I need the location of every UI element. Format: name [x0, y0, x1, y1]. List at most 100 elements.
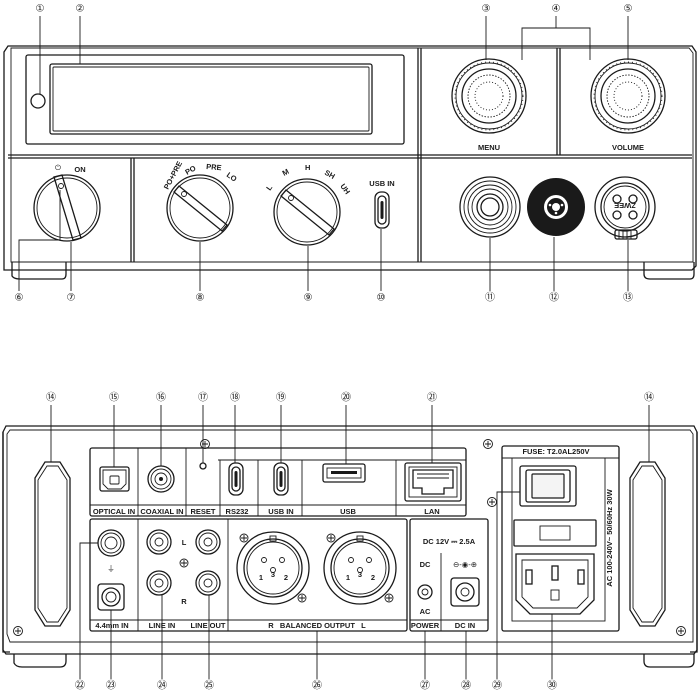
- callout-1: ①: [36, 4, 45, 15]
- front-usb-in-label: USB IN: [369, 179, 394, 188]
- line-out-label: LINE OUT: [191, 621, 226, 630]
- ac-power-rocker-switch[interactable]: [519, 465, 577, 507]
- rs232-port[interactable]: [228, 462, 244, 496]
- rear-usb-in-port[interactable]: [273, 462, 289, 496]
- callout-28: ㉗: [420, 680, 430, 692]
- in-4-4mm-label: 4.4mm IN: [95, 621, 128, 630]
- power-off-symbol: ⏻: [55, 163, 62, 172]
- callout-4: ④: [552, 4, 561, 15]
- xlr-l-pin-1: 1: [346, 573, 350, 582]
- front-xlr-4pin-jack[interactable]: [594, 176, 656, 240]
- dc-power-block: [409, 518, 489, 632]
- callout-leaders: [18, 16, 650, 679]
- rca-screw: [179, 558, 189, 568]
- optical-in-label: OPTICAL IN: [93, 507, 135, 516]
- coaxial-in-label: COAXIAL IN: [140, 507, 183, 516]
- channel-l-label: L: [182, 538, 187, 547]
- front-6-35mm-jack[interactable]: [459, 176, 521, 238]
- dc-label: DC: [420, 560, 431, 569]
- iec-power-inlet[interactable]: [515, 553, 595, 615]
- callout-23: ㉒: [75, 680, 85, 692]
- callout-8: ⑧: [196, 293, 205, 304]
- power-label: POWER: [411, 621, 440, 630]
- xlr-l-pin-2: 2: [371, 573, 375, 582]
- dc-in-label: DC IN: [455, 621, 475, 630]
- ir-sensor: [30, 93, 46, 109]
- callout-19: ⑱: [230, 392, 240, 404]
- balanced-output-l-xlr[interactable]: [323, 531, 397, 605]
- left-vent: [34, 461, 71, 627]
- callout-25: ㉔: [157, 680, 167, 692]
- line-in-r-rca[interactable]: [146, 570, 172, 596]
- callout-7: ⑦: [67, 293, 76, 304]
- front-panel: [3, 45, 697, 280]
- callout-24: ㉓: [106, 680, 116, 692]
- lan-label: LAN: [424, 507, 439, 516]
- xlr-r-pin-1: 1: [259, 573, 263, 582]
- output-mode-selector[interactable]: [166, 174, 234, 242]
- ac-label: AC: [420, 607, 431, 616]
- rear-4-4mm-in-jack[interactable]: [97, 583, 125, 611]
- dc-in-jack[interactable]: [450, 577, 480, 607]
- callout-21: ⑳: [341, 392, 351, 404]
- callout-5: ⑤: [624, 4, 633, 15]
- ac-power-rating-label: AC 100-240V~ 50/60Hz 30W: [605, 488, 614, 586]
- callout-10: ⑩: [377, 293, 386, 304]
- menu-label: MENU: [478, 143, 500, 152]
- callout-26: ㉕: [204, 680, 214, 692]
- gain-selector[interactable]: [273, 178, 341, 246]
- mode-label-pre: PRE: [206, 162, 222, 172]
- gain-label-l: L: [264, 183, 274, 192]
- callout-9: ⑨: [304, 293, 313, 304]
- volume-label: VOLUME: [612, 143, 644, 152]
- gain-label-h: H: [305, 163, 310, 172]
- fuse-label: FUSE: T2.0AL250V: [522, 447, 589, 456]
- xlr-r-pin-2: 2: [284, 573, 288, 582]
- callout-20: ⑲: [276, 392, 286, 404]
- line-out-l-rca[interactable]: [195, 529, 221, 555]
- lan-port[interactable]: [404, 462, 462, 502]
- front-brand-logo: ZWEE: [614, 201, 636, 210]
- power-source-toggle[interactable]: [417, 584, 433, 600]
- power-switch[interactable]: [33, 174, 101, 242]
- fuse-holder[interactable]: [513, 519, 597, 547]
- coaxial-in-port[interactable]: [147, 465, 175, 493]
- ac-power-block: [501, 445, 620, 632]
- reset-button[interactable]: [199, 462, 207, 470]
- line-out-r-rca[interactable]: [195, 570, 221, 596]
- analog-io-block: [89, 518, 408, 632]
- callout-3: ③: [482, 4, 491, 15]
- optical-in-port[interactable]: [99, 466, 130, 492]
- power-on-label: ON: [74, 165, 85, 174]
- callout-6: ⑥: [15, 293, 24, 304]
- mode-label-po-pre: PO+PRE: [162, 160, 184, 191]
- rs232-label: RS232: [226, 507, 249, 516]
- callout-14: ⑭: [46, 392, 56, 404]
- callout-11: ⑪: [485, 292, 495, 304]
- mode-label-lo: LO: [225, 170, 239, 183]
- callout-22: ㉑: [427, 392, 437, 404]
- callout-31: ㉚: [547, 680, 557, 692]
- balanced-output-label: R BALANCED OUTPUT L: [268, 621, 366, 630]
- front-usb-c-port[interactable]: [374, 191, 390, 229]
- gain-label-sh: SH: [323, 168, 337, 181]
- volume-knob[interactable]: [590, 58, 666, 134]
- right-vent: [629, 461, 666, 627]
- line-in-l-rca[interactable]: [146, 529, 172, 555]
- callout-17: ⑯: [156, 392, 166, 404]
- rear-6-35mm-jack[interactable]: [97, 529, 125, 557]
- display-window: [25, 54, 405, 145]
- rear-panel: [2, 425, 698, 668]
- callout-13: ⑬: [623, 292, 633, 304]
- xlr-l-pin-3: 3: [358, 570, 362, 579]
- front-4-4mm-jack[interactable]: [527, 178, 585, 236]
- menu-knob[interactable]: [451, 58, 527, 134]
- balanced-output-r-xlr[interactable]: [236, 531, 310, 605]
- usb-a-port[interactable]: [322, 463, 366, 483]
- dc-spec-label: DC 12V ⎓ 2.5A: [423, 537, 476, 546]
- callout-29: ㉘: [461, 680, 471, 692]
- gain-label-m: M: [281, 167, 291, 178]
- callout-16: ⑮: [109, 392, 119, 404]
- dc-polarity-symbol: ⊖-◉-⊕: [453, 560, 477, 569]
